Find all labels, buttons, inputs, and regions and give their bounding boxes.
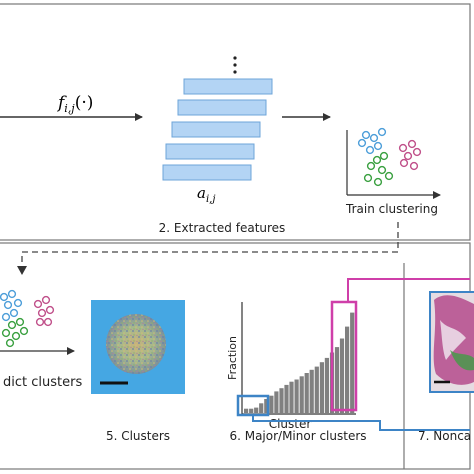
step5-label: 5. Clusters [106,429,170,443]
scatter-point [365,145,375,155]
hist-bar [279,388,284,413]
slide-stroma [440,320,466,360]
train-scatter [346,127,441,199]
hist-bar [314,366,319,413]
hist-bar [334,347,340,413]
scatter-point [399,158,409,168]
scatter-point [1,312,11,322]
train-label: Train clustering [345,202,438,216]
feature-bar [183,78,273,95]
dashed-connector [21,222,399,270]
scatter-point [379,151,389,161]
function-label: fi,j(·) [56,93,93,115]
scatter-point [377,127,387,137]
minor-connector [252,415,470,431]
hist-bar [350,312,355,413]
feature-bar [171,121,261,138]
step7-label: 7. Nonca [418,429,471,443]
scatter-point [373,177,383,187]
ellipsis-dot [233,56,237,60]
scatter-point [11,331,21,341]
scatter-point [1,328,11,338]
hist-bar [274,391,279,413]
cluster-map-speckle [106,314,166,374]
scatter-point [41,295,51,305]
scatter-point [407,139,417,149]
cluster-histogram: Fraction Cluster [226,300,358,431]
hist-bar [294,379,299,413]
scatter-point [7,289,17,299]
scatter-point [3,300,13,310]
hist-bar [304,373,309,413]
hist-bar [319,362,324,413]
scatter-point [384,171,394,181]
scatter-point [412,147,422,157]
hist-bar [244,408,249,413]
scatter-point [33,299,43,309]
features-symbol: ai,j [197,184,215,205]
hist-bar [339,338,345,413]
slide-highlight [450,350,474,371]
scatter-point [13,298,23,308]
hist-bar [269,395,274,413]
ellipsis-dot [233,63,237,67]
feature-stack [162,56,273,181]
scatter-point [0,292,9,302]
scatter-point [366,161,376,171]
scatter-point [43,317,53,327]
step6-label: 6. Major/Minor clusters [229,429,366,443]
scatter-point [7,320,17,330]
scatter-point [363,173,373,183]
scatter-point [369,133,379,143]
scatter-point [398,143,408,153]
scatter-point [403,151,413,161]
hist-bar [299,376,304,413]
scatter-point [372,155,382,165]
scatter-point [45,305,55,315]
scatter-point [5,338,15,348]
feature-bar [177,99,267,116]
hist-y-label: Fraction [226,336,239,380]
hist-bar [345,326,350,413]
ellipsis-dot [233,70,237,74]
hist-bar [254,407,259,413]
scatter-point [373,141,383,151]
function-arg: (·) [75,93,94,113]
function-symbol: f [56,93,67,113]
scatter-point [409,161,419,171]
hist-bar [284,384,289,413]
hist-bar [264,399,269,413]
step2-label: 2. Extracted features [159,221,286,235]
scatter-point [9,308,19,318]
hist-bar [249,408,254,413]
feature-bar [162,164,252,181]
scatter-point [361,130,371,140]
function-subscript: i,j [64,102,75,115]
top-panel-frame [0,3,471,241]
major-cluster-box [330,300,358,412]
scatter-point [19,326,29,336]
noncancer-slide [429,291,474,393]
scatter-point [15,317,25,327]
feature-bar [165,143,255,160]
scatter-point [37,308,47,318]
scatter-point [35,317,45,327]
scatter-point [357,138,367,148]
major-connector [347,278,470,302]
hist-bar [259,403,264,413]
hist-bar [309,369,314,413]
cluster-map [91,300,185,394]
scatter-point [377,165,387,175]
hist-bar [324,357,329,413]
dashed-arrowhead [17,266,27,275]
hist-bar [289,381,294,413]
predict-scatter [0,289,75,355]
predict-label: dict clusters [3,375,82,390]
